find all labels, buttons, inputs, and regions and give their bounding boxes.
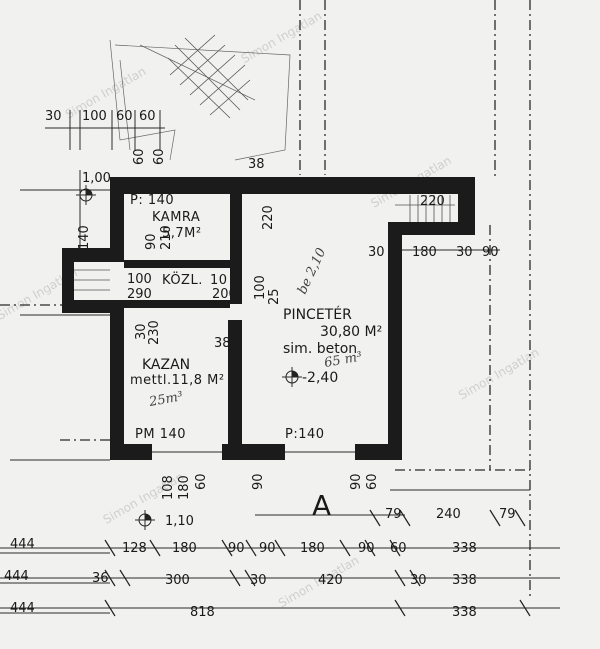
dim-v60c: 60 xyxy=(194,473,209,490)
dim-top-2: 100 xyxy=(82,109,107,124)
dim-d60: 60 xyxy=(365,473,380,490)
dim-k200: 200 xyxy=(212,287,237,302)
level-mid: -2,40 xyxy=(302,370,338,386)
dimension-chains: 79 240 79 444 444 444 128 180 90 90 180 … xyxy=(0,507,560,620)
kamra-area: 5,7M² xyxy=(162,226,202,241)
dim-v30: 30 xyxy=(134,323,149,340)
room-labels: P: 140 KAMRA 5,7M² KÖZL. 10 PINCETÉR 30,… xyxy=(130,193,382,442)
dim-right-2: 180 xyxy=(412,245,437,260)
dim-v60b: 60 xyxy=(152,148,167,165)
dim-v25: 25 xyxy=(267,288,282,305)
dim-right-1: 30 xyxy=(368,245,385,260)
dim-left-444-3: 444 xyxy=(10,601,35,616)
dim-row3-5: 30 xyxy=(410,573,427,588)
dim-v108: 108 xyxy=(161,475,176,500)
dimension-labels: 30 100 60 60 60 60 38 220 210 140 90 30 … xyxy=(45,109,499,500)
dim-v140: 140 xyxy=(77,225,92,250)
kozl-area: 10 xyxy=(210,273,228,288)
dim-d90a: 90 xyxy=(251,473,266,490)
dim-v38: 38 xyxy=(248,157,265,172)
watermark-text: Simon Ingatlan xyxy=(239,9,324,66)
dim-v180: 180 xyxy=(177,475,192,500)
pince-area: 30,80 M² xyxy=(320,324,382,340)
hand-note-3: 25m³ xyxy=(147,389,184,410)
hand-note-2: 65 m³ xyxy=(323,350,363,371)
dim-k38: 38 xyxy=(214,336,231,351)
dim-right-3: 30 xyxy=(456,245,473,260)
kamra-name: KAMRA xyxy=(152,210,200,225)
dim-row4-2: 338 xyxy=(452,605,477,620)
pencil-sketch xyxy=(109,34,291,161)
dim-row2-5: 180 xyxy=(300,541,325,556)
dim-top-1: 30 xyxy=(45,109,62,124)
section-letter: A xyxy=(312,489,331,522)
section-mark: A xyxy=(312,489,331,522)
dim-v210: 210 xyxy=(159,225,174,250)
dim-row3-6: 338 xyxy=(452,573,477,588)
dim-row2-8: 338 xyxy=(452,541,477,556)
dim-row3-3: 30 xyxy=(250,573,267,588)
dim-d90b: 90 xyxy=(349,473,364,490)
dim-row2-4: 90 xyxy=(259,541,276,556)
kazan-name: KAZAN xyxy=(142,357,190,373)
pince-floor: sim. beton xyxy=(283,341,357,357)
dim-v230: 230 xyxy=(147,320,162,345)
kozl-name: KÖZL. xyxy=(162,271,203,288)
dim-row1-2: 240 xyxy=(436,507,461,522)
dim-v220: 220 xyxy=(261,205,276,230)
dim-row3-4: 420 xyxy=(318,573,343,588)
dim-left-444-2: 444 xyxy=(4,569,29,584)
hand-note-1: be 2,10 xyxy=(295,246,329,297)
dim-row2-1: 128 xyxy=(122,541,147,556)
dim-right-4: 90 xyxy=(482,245,499,260)
dim-row1-1: 79 xyxy=(385,507,402,522)
dim-row2-7: 60 xyxy=(390,541,407,556)
dim-row3-1: 36 xyxy=(92,571,109,586)
dim-k100b: 100 xyxy=(253,275,268,300)
kamra-p-level: P: 140 xyxy=(130,193,174,208)
dim-k100: 100 xyxy=(127,272,152,287)
watermark-text: Simon Ingatlan xyxy=(456,345,541,402)
dim-row1-3: 79 xyxy=(499,507,516,522)
dim-top-4: 60 xyxy=(139,109,156,124)
dim-k290: 290 xyxy=(127,287,152,302)
extension-lines xyxy=(10,110,530,516)
dim-row3-2: 300 xyxy=(165,573,190,588)
dim-v90: 90 xyxy=(144,233,159,250)
pince-name: PINCETÉR xyxy=(283,306,352,323)
walls xyxy=(62,177,475,460)
level-markers: 1,00 -2,40 1,10 xyxy=(76,171,338,530)
dim-v60a: 60 xyxy=(132,148,147,165)
kazan-p-level: PM 140 xyxy=(135,427,186,442)
dim-row2-3: 90 xyxy=(228,541,245,556)
dim-top-3: 60 xyxy=(116,109,133,124)
level-bottom: 1,10 xyxy=(165,514,194,529)
kazan-area: mettl.11,8 M² xyxy=(130,373,225,388)
dim-row2-2: 180 xyxy=(172,541,197,556)
pince-p-level: P:140 xyxy=(285,427,325,442)
stair-hatch xyxy=(74,195,455,291)
level-top: 1,00 xyxy=(82,171,111,186)
dim-c220: 220 xyxy=(420,194,445,209)
dim-left-444-1: 444 xyxy=(10,537,35,552)
dim-row2-6: 90 xyxy=(358,541,375,556)
dim-row4-1: 818 xyxy=(190,605,215,620)
